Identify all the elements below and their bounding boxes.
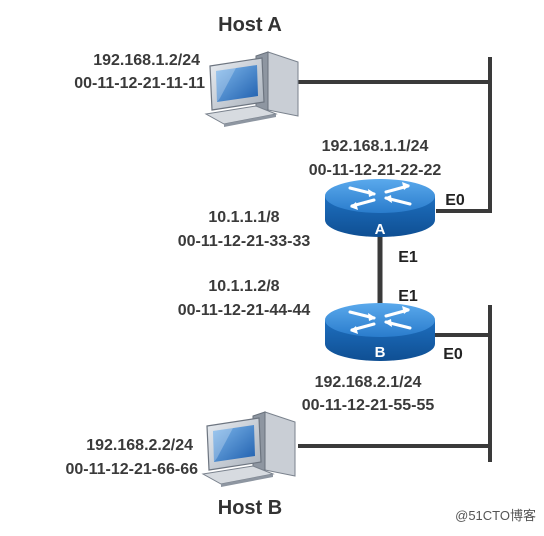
router-a-letter: A (375, 221, 386, 238)
router-b-e0-mac: 00-11-12-21-55-55 (302, 397, 435, 414)
router-b-e0-ip: 192.168.2.1/24 (315, 374, 422, 391)
router-a-e0-ip: 192.168.1.1/24 (322, 138, 429, 155)
host-b-mac: 00-11-12-21-66-66 (65, 461, 198, 478)
host-a-title: Host A (218, 14, 282, 36)
host-b-title: Host B (218, 497, 282, 519)
router-a-e1-ip: 10.1.1.1/8 (208, 209, 279, 226)
router-a-e0-label: E0 (445, 192, 465, 209)
watermark: @51CTO博客 (455, 508, 536, 523)
router-b-e1-mac: 00-11-12-21-44-44 (178, 302, 311, 319)
router-b-icon (325, 303, 435, 361)
router-b-e0-label: E0 (443, 346, 463, 363)
router-a-e0-mac: 00-11-12-21-22-22 (309, 162, 442, 179)
router-b-e1-ip: 10.1.1.2/8 (208, 278, 279, 295)
host-a-mac: 00-11-12-21-11-11 (74, 75, 205, 92)
host-a-ip: 192.168.1.2/24 (93, 52, 200, 69)
router-b-letter: B (375, 344, 386, 361)
router-b-e1-label: E1 (398, 288, 418, 305)
router-a-e1-label: E1 (398, 249, 418, 266)
router-a-e1-mac: 00-11-12-21-33-33 (178, 233, 311, 250)
host-b-computer-icon (201, 411, 296, 487)
host-a-computer-icon (204, 51, 299, 127)
host-b-ip: 192.168.2.2/24 (86, 437, 193, 454)
router-a-icon (325, 179, 435, 237)
